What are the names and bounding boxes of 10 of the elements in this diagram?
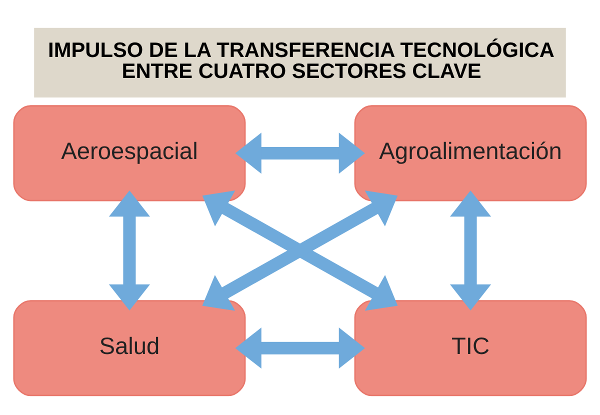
arrow [202, 190, 398, 311]
arrow [235, 328, 365, 369]
arrow [108, 190, 150, 311]
node-box: Salud [13, 300, 246, 396]
node-box: TIC [354, 300, 587, 396]
diagram-title: IMPULSO DE LA TRANSFERENCIA TECNOLÓGICA ENTRE CUATRO SECTORES CLAVE [48, 39, 554, 84]
node-box: Agroalimentación [354, 105, 587, 202]
arrow [235, 132, 365, 174]
arrow [450, 190, 492, 311]
node-box: Aeroespacial [13, 105, 246, 202]
